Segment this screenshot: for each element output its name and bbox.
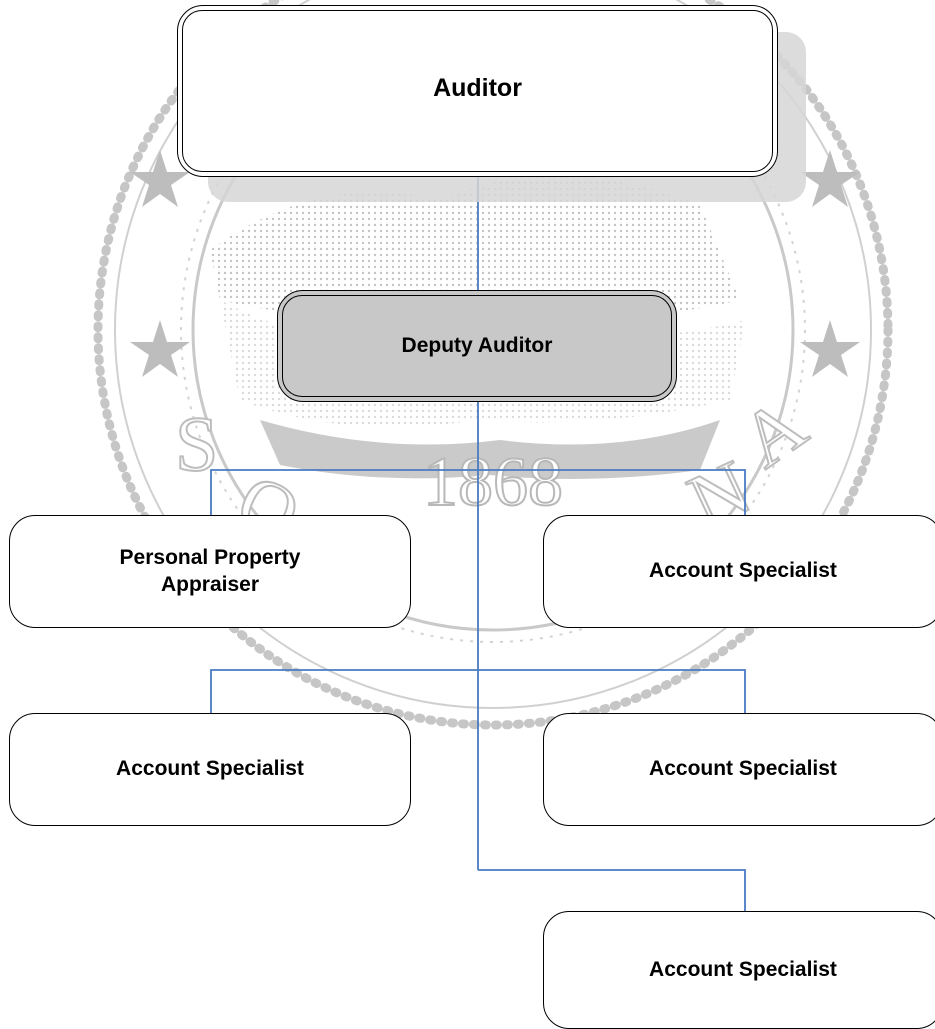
- auditor-box: Auditor: [177, 5, 778, 177]
- account-specialist-label: Account Specialist: [649, 559, 837, 583]
- deputy-auditor-label: Deputy Auditor: [401, 333, 553, 357]
- account-specialist-box: Account Specialist: [543, 515, 935, 628]
- account-specialist-box: Account Specialist: [543, 713, 935, 826]
- auditor-label: Auditor: [433, 74, 522, 103]
- account-specialist-label: Account Specialist: [649, 957, 837, 981]
- personal-property-appraiser-label: Personal Property Appraiser: [119, 546, 301, 596]
- account-specialist-box: Account Specialist: [9, 713, 411, 826]
- personal-property-appraiser-box: Personal Property Appraiser: [9, 515, 411, 628]
- account-specialist-label: Account Specialist: [649, 757, 837, 781]
- seal-year-text: 1868: [423, 444, 563, 521]
- account-specialist-box: Account Specialist: [543, 911, 935, 1029]
- seal-lettering: S: [175, 400, 218, 487]
- account-specialist-label: Account Specialist: [116, 757, 304, 781]
- deputy-auditor-box: Deputy Auditor: [277, 290, 677, 402]
- svg-text:A: A: [725, 380, 821, 484]
